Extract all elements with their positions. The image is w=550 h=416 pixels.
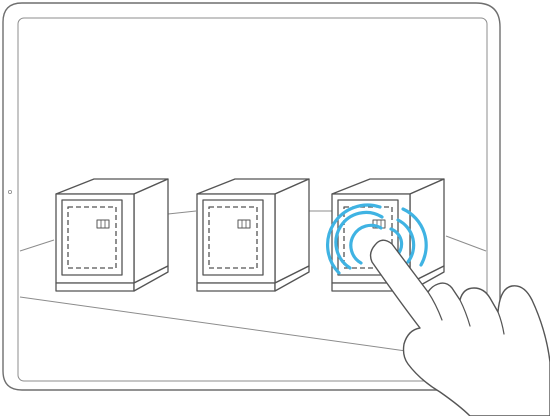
tap-ring-middle-right [396, 218, 416, 264]
tablet-camera [7, 189, 12, 194]
box-object-2[interactable] [196, 178, 310, 292]
tap-ring-outer-right [401, 207, 428, 267]
floor-plane [19, 210, 487, 354]
box-icon [196, 178, 310, 292]
box-icon [55, 178, 169, 292]
tap-ring-middle [334, 210, 384, 270]
tap-ring-inner [349, 223, 383, 265]
box-object-1[interactable] [55, 178, 169, 292]
tap-ring-outer [325, 203, 382, 275]
hand-pointer-icon [369, 239, 550, 416]
